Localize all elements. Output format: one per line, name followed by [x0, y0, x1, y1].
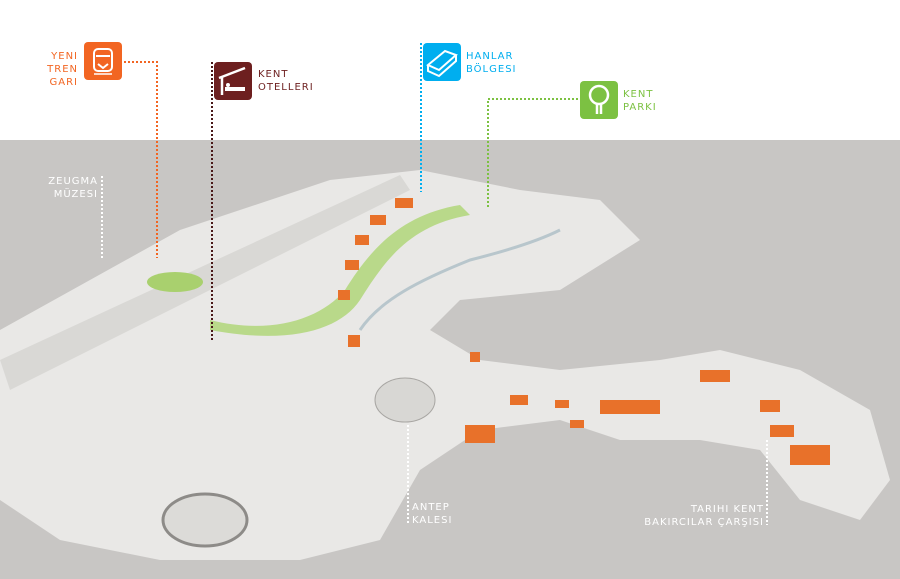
river [358, 228, 561, 331]
kale-label: ANTEP KALESI [412, 501, 452, 527]
park-strip [210, 205, 470, 336]
leader-tren [124, 61, 158, 258]
legend-park-line1: KENT [623, 89, 654, 100]
train-icon [84, 42, 122, 80]
tarihi-line1: TARIHI KENT [690, 504, 764, 515]
zeugma-line1: ZEUGMA [48, 176, 98, 187]
legend-hanlar-line2: BÖLGESI [466, 64, 517, 75]
legend-tren-line1: YENI [51, 51, 78, 62]
legend-otel-line1: KENT [258, 69, 289, 80]
legend-hanlar-line1: HANLAR [466, 51, 514, 62]
legend-park-line2: PARKI [623, 102, 657, 113]
station-park [147, 272, 203, 292]
legend-hanlar-label: HANLAR BÖLGESI [466, 50, 517, 76]
tarihi-label: TARIHI KENT BAKIRCILAR ÇARŞISI [640, 503, 764, 529]
building-block-icon [423, 43, 461, 81]
stadium [161, 492, 249, 548]
legend-otel-line2: OTELLERI [258, 82, 314, 93]
kale-line2: KALESI [412, 515, 453, 526]
legend-tren-label: YENI TREN GARI [22, 50, 78, 89]
zeugma-label: ZEUGMA MÜZESI [40, 175, 98, 201]
legend-otel-label: KENT OTELLERI [258, 68, 314, 94]
legend-park-label: KENT PARKI [623, 88, 657, 114]
tarihi-line2: BAKIRCILAR ÇARŞISI [644, 517, 764, 528]
castle [374, 377, 436, 423]
highlight-buildings [338, 198, 830, 465]
tree-icon [580, 81, 618, 119]
legend-tren-line2: TREN GARI [47, 64, 78, 88]
kale-line1: ANTEP [412, 502, 450, 513]
rail-corridor [0, 175, 410, 390]
hotel-bed-icon [214, 62, 252, 100]
leader-park [487, 98, 578, 208]
zeugma-line2: MÜZESI [53, 189, 98, 200]
